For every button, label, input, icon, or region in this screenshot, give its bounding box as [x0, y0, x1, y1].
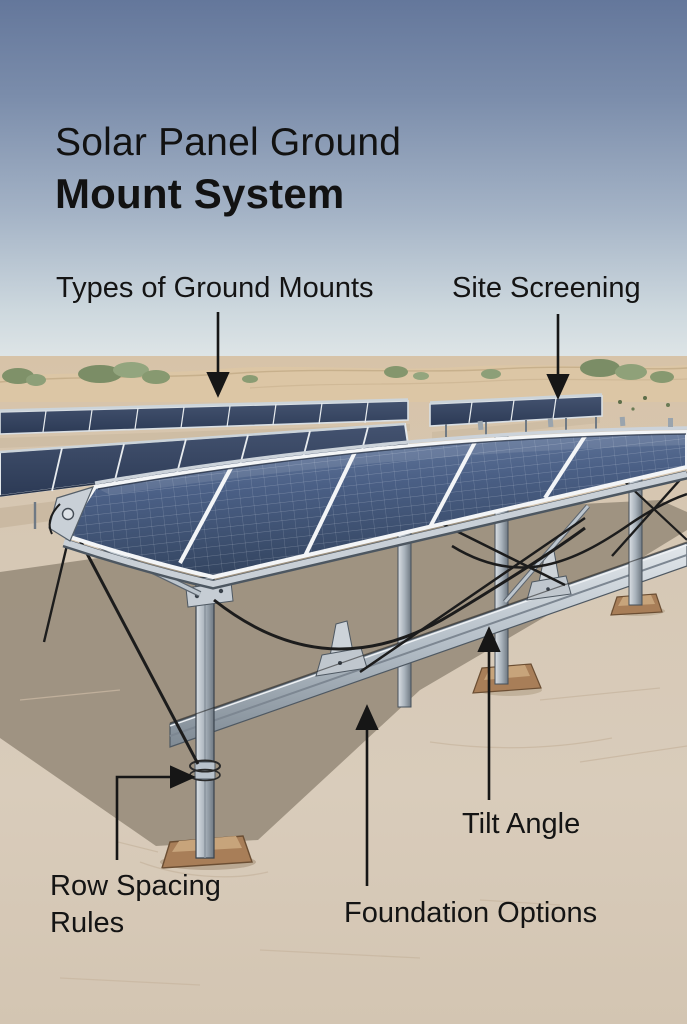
x-brace-3 — [611, 471, 687, 557]
label-tilt-angle: Tilt Angle — [462, 808, 581, 840]
drape-wire-2 — [451, 492, 687, 569]
left-end-cap — [48, 486, 95, 542]
dune-band — [0, 365, 687, 402]
foreground-panel-table — [48, 416, 687, 590]
front-rail — [63, 471, 687, 588]
far-panel-row — [0, 393, 603, 448]
label-row-spacing-line2: Rules — [50, 907, 125, 939]
x-brace-1 — [359, 516, 586, 674]
back-rail — [94, 426, 687, 485]
ground-streaks — [19, 687, 687, 986]
page-title-line1: Solar Panel Ground — [55, 121, 402, 164]
annotation-arrows — [115, 312, 570, 886]
back-rail-clamps — [477, 416, 673, 431]
drape-wire-1 — [213, 526, 586, 651]
guy-cable-left — [71, 526, 200, 765]
label-row-spacing-line1: Row Spacing — [50, 870, 221, 902]
label-row-spacing-rules: Row Spacing Rules — [50, 868, 221, 942]
label-site-screening: Site Screening — [452, 272, 641, 304]
page-title-line2: Mount System — [55, 170, 345, 217]
vegetation — [2, 359, 674, 411]
panel-separators — [178, 434, 587, 564]
far-row-legs — [445, 417, 597, 437]
label-types-of-ground-mounts: Types of Ground Mounts — [56, 272, 374, 304]
dune-contour-2 — [249, 378, 687, 389]
label-foundation-options: Foundation Options — [344, 897, 598, 929]
x-brace-4 — [624, 481, 687, 541]
sky — [0, 0, 687, 388]
page-title: Solar Panel Ground Mount System — [55, 118, 401, 220]
row-spacing-arrow — [115, 765, 196, 860]
